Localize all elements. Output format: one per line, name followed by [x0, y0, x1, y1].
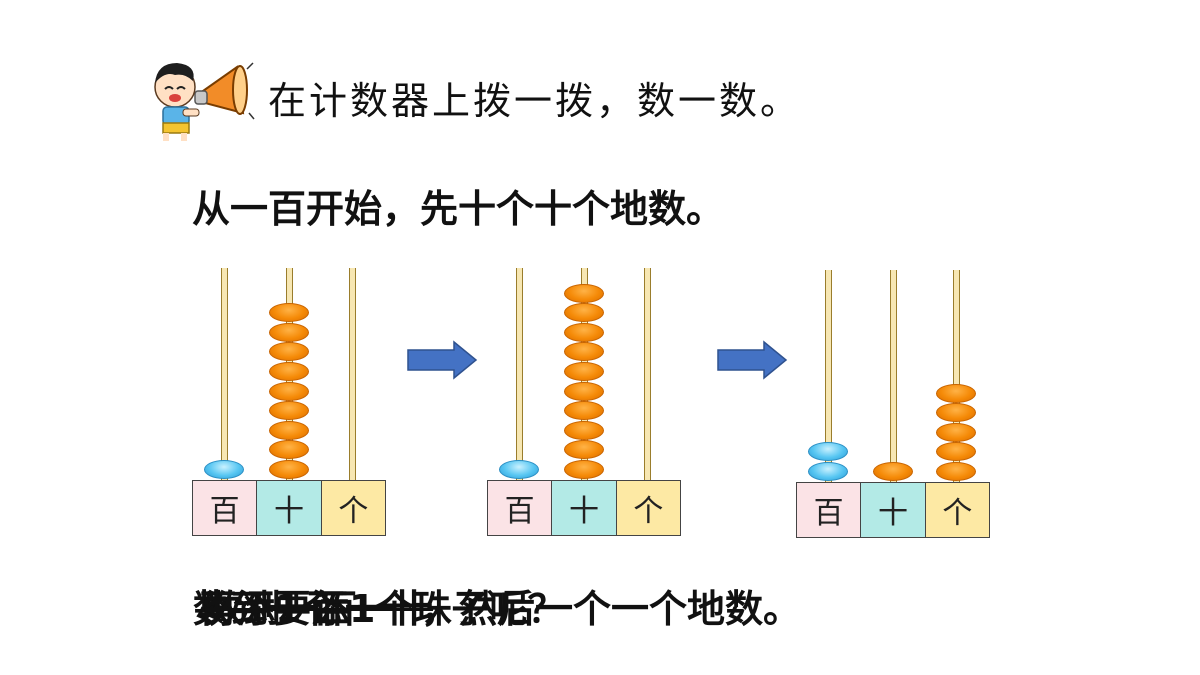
orange-bead: [269, 460, 309, 479]
abacus-2: 百 十 个: [487, 256, 681, 536]
orange-bead: [564, 303, 604, 323]
heading-text: 从一百开始，先十个十个地数。: [192, 187, 725, 231]
rod-hundreds: [516, 268, 523, 482]
orange-bead: [564, 420, 604, 440]
orange-bead: [936, 403, 976, 423]
orange-bead: [269, 342, 309, 362]
rod-hundreds: [221, 268, 228, 482]
blue-bead: [499, 460, 539, 479]
right-arrow-icon: [717, 340, 788, 380]
instruction-text: 在计数器上拨一拨，数一数。: [268, 79, 802, 123]
orange-bead: [564, 401, 604, 421]
label-ones: 个: [925, 483, 989, 537]
label-tens: 十: [257, 481, 322, 535]
orange-bead: [564, 322, 604, 342]
label-ones: 个: [616, 481, 680, 535]
blue-bead: [808, 462, 848, 481]
orange-bead: [873, 462, 913, 481]
label-ones: 个: [321, 481, 385, 535]
orange-bead: [936, 422, 976, 442]
orange-bead: [564, 381, 604, 401]
abacus-3: 百 十 个: [796, 258, 990, 538]
orange-bead: [564, 460, 604, 479]
overlap-text-a: 要添1个珠子呢？: [273, 587, 566, 631]
orange-bead: [269, 362, 309, 381]
orange-bead: [564, 283, 604, 303]
label-tens: 十: [861, 483, 926, 537]
rod-tens: [890, 270, 897, 484]
abacus-base: 百 十 个: [487, 480, 681, 536]
label-hundreds: 百: [488, 481, 553, 535]
orange-bead: [269, 322, 309, 342]
abacus-base: 百 十 个: [192, 480, 386, 536]
blue-bead: [808, 442, 848, 462]
orange-bead: [269, 381, 309, 401]
abacus-1: 百 十 个: [192, 256, 386, 536]
orange-bead: [936, 383, 976, 403]
orange-bead: [269, 303, 309, 323]
label-hundreds: 百: [193, 481, 258, 535]
overlap-text-d: 数到一百一十: [205, 587, 434, 631]
overlap-text-b: 数到一百一十，然后一个一个地数。: [193, 587, 802, 631]
right-arrow-icon: [407, 340, 478, 380]
abacus-base: 百 十 个: [796, 482, 990, 538]
orange-bead: [564, 342, 604, 362]
orange-bead: [269, 401, 309, 421]
orange-bead: [269, 420, 309, 440]
orange-bead: [936, 462, 976, 481]
rod-ones: [953, 270, 960, 484]
label-hundreds: 百: [797, 483, 862, 537]
rod-ones: [349, 268, 356, 482]
orange-bead: [564, 440, 604, 460]
blue-bead: [204, 460, 244, 479]
boy-with-megaphone-icon: [154, 62, 255, 141]
overlap-text-c: 再添1个: [199, 587, 340, 631]
orange-bead: [564, 362, 604, 381]
rod-ones: [644, 268, 651, 482]
rod-hundreds: [825, 270, 832, 484]
label-tens: 十: [552, 481, 617, 535]
orange-bead: [269, 440, 309, 460]
orange-bead: [936, 442, 976, 462]
